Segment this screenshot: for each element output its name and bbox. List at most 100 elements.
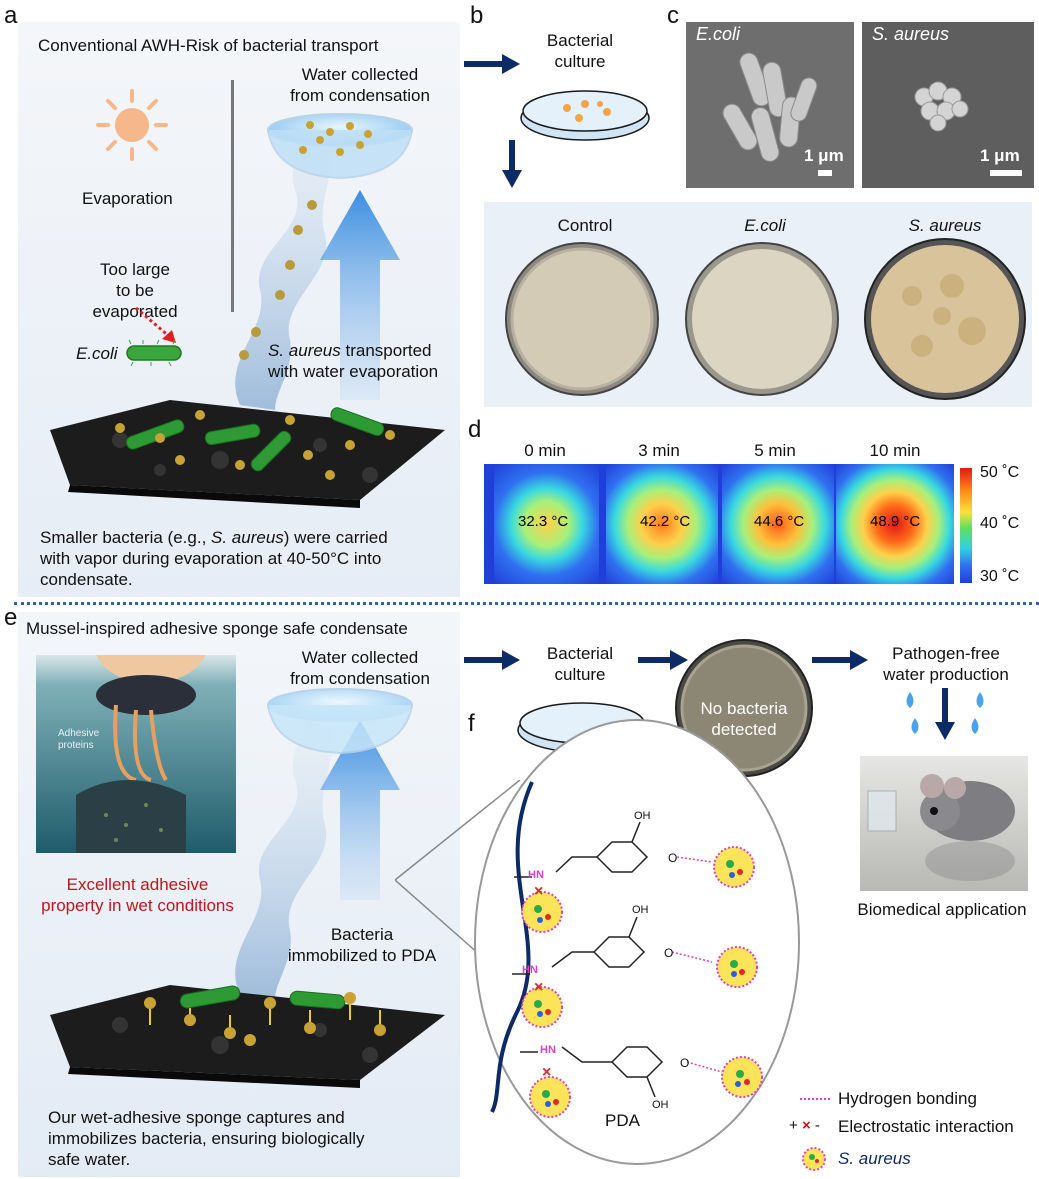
sem-ecoli-label: E.coli: [696, 24, 741, 44]
pda-mechanism-circle: × × ×: [474, 719, 800, 1165]
saureus-italic: S. aureus: [268, 341, 341, 360]
water-collected-label-e: Water collected from condensation: [290, 648, 430, 688]
bacterial-culture-label-e: Bacterial culture: [546, 644, 614, 684]
legend-plus: +: [789, 1117, 798, 1134]
mouse-photo: [860, 756, 1028, 891]
panel-label-b: b: [470, 2, 484, 29]
sun-icon: [96, 89, 168, 161]
excellent-adhesive-label: Excellent adhesive property in wet condi…: [41, 875, 234, 915]
vapor-plume-e: [235, 688, 413, 1000]
scale-bar-label-saureus: 1 μm: [980, 146, 1020, 165]
temperature-colorbar: [960, 468, 972, 583]
hn-label-3: HN: [540, 1044, 556, 1056]
petri-dish-with-colonies: [520, 90, 650, 141]
temp-readout-10: 48.9 °C: [870, 513, 921, 530]
adhesive-proteins-label: Adhesive proteins: [58, 728, 100, 751]
plate-label-control: Control: [557, 216, 613, 235]
scale-bar-label-ecoli: 1 μm: [804, 146, 844, 165]
oh-label-2: OH: [632, 904, 649, 916]
thermal-frame-10: [836, 464, 954, 584]
panel-e-caption: Our wet-adhesive sponge captures and imm…: [48, 1108, 365, 1169]
time-label-3: 3 min: [638, 441, 680, 460]
ecoli-bacterium-icon: [126, 340, 182, 366]
plate-no-bacteria: [675, 639, 813, 777]
o-label-1: O: [668, 851, 678, 865]
sem-image-ecoli: E.coli 1 μm: [686, 22, 854, 188]
sponge-e: [50, 985, 445, 1088]
sem-saureus-cluster: [914, 81, 969, 132]
evaporation-label: Evaporation: [82, 189, 173, 208]
colorbar-label-40: 40 ˚C: [980, 515, 1020, 532]
panel-label-a: a: [4, 2, 18, 29]
scale-bar-ecoli: [818, 170, 832, 176]
plate-control: [505, 242, 659, 396]
caption-pre: Smaller bacteria (e.g.,: [40, 528, 212, 547]
vapor-plume-a: [235, 113, 413, 410]
legend-hbond-label: Hydrogen bonding: [838, 1089, 977, 1108]
colorbar-label-50: 50 ˚C: [980, 464, 1020, 481]
sem-image-saureus: S. aureus 1 μm: [862, 22, 1034, 188]
navy-arrow-right-b: [464, 54, 520, 74]
caption-italic: S. aureus: [211, 528, 284, 547]
bacteria-immobilized-label: Bacteria immobilized to PDA: [287, 925, 437, 965]
thermal-strip: [484, 464, 954, 584]
scale-bar-saureus: [990, 170, 1022, 176]
navy-arrow-right-e2: [638, 650, 688, 670]
plate-saureus: [864, 238, 1026, 400]
navy-arrow-right-e1: [464, 650, 520, 670]
time-label-0: 0 min: [524, 441, 566, 460]
no-bacteria-label: No bacteria detected: [700, 699, 788, 739]
mussel-illustration: [36, 655, 236, 853]
svg-text:×: ×: [534, 883, 543, 900]
o-label-2: O: [664, 946, 674, 960]
colorbar-label-30: 30 ˚C: [980, 568, 1020, 585]
biomedical-application-label: Biomedical application: [857, 900, 1027, 919]
saureus-rest: transported with water evaporation: [268, 341, 439, 381]
panel-e-title: Mussel-inspired adhesive sponge safe con…: [26, 619, 408, 638]
oh-label-1: OH: [634, 810, 651, 822]
navy-arrow-down-b: [502, 140, 522, 188]
legend-saureus-label: S. aureus: [838, 1149, 911, 1168]
svg-text:×: ×: [542, 1064, 551, 1081]
navy-arrow-right-e3: [812, 650, 868, 670]
panel-label-c: c: [667, 2, 679, 29]
oh-label-3: OH: [652, 1099, 669, 1111]
saureus-transport-label: S. aureus transported with water evapora…: [268, 340, 438, 382]
water-collected-label-a: Water collected from condensation: [290, 65, 430, 105]
svg-text:×: ×: [534, 979, 543, 996]
legend-electro-label: Electrostatic interaction: [838, 1117, 1014, 1136]
thermal-frame-5: [722, 464, 834, 584]
hn-label-2: HN: [522, 964, 538, 976]
section-divider: [14, 602, 1039, 605]
panel-a-title: Conventional AWH-Risk of bacterial trans…: [38, 36, 379, 55]
legend-minus: -: [814, 1117, 820, 1134]
zoom-lines: [395, 780, 521, 956]
temp-readout-5: 44.6 °C: [754, 513, 805, 530]
too-large-label: Too large to be evaporated: [92, 260, 178, 321]
panel-a-caption: Smaller bacteria (e.g., S. aureus) were …: [40, 527, 388, 590]
o-label-3: O: [680, 1056, 690, 1070]
bacterial-culture-label-b: Bacterial culture: [546, 31, 614, 71]
panel-label-d: d: [468, 416, 482, 443]
sem-ecoli-rods: [722, 52, 818, 162]
sponge-a: [50, 400, 445, 508]
plate-label-saureus: S. aureus: [908, 216, 982, 235]
legend-cross: ×: [801, 1117, 811, 1134]
caption-post: ) were carried with vapor during evapora…: [40, 528, 388, 589]
legend-hbond-line: [800, 1098, 830, 1100]
time-label-5: 5 min: [754, 441, 796, 460]
plate-label-ecoli: E.coli: [744, 216, 786, 235]
thermal-frame-0: [494, 464, 599, 584]
dotted-red-arrow: [135, 306, 176, 343]
panel-label-f: f: [468, 710, 475, 737]
legend-electro-symbol: + × -: [789, 1115, 820, 1136]
water-drops-and-arrow: [906, 688, 984, 740]
temp-readout-3: 42.2 °C: [640, 513, 691, 530]
hn-label-1: HN: [528, 869, 544, 881]
plate-ecoli: [685, 242, 839, 396]
thermal-frame-3: [606, 464, 718, 584]
panel-label-e: e: [4, 604, 18, 631]
legend-saureus-icon: [802, 1147, 826, 1171]
pda-label: PDA: [605, 1111, 640, 1130]
time-label-10: 10 min: [869, 441, 921, 460]
